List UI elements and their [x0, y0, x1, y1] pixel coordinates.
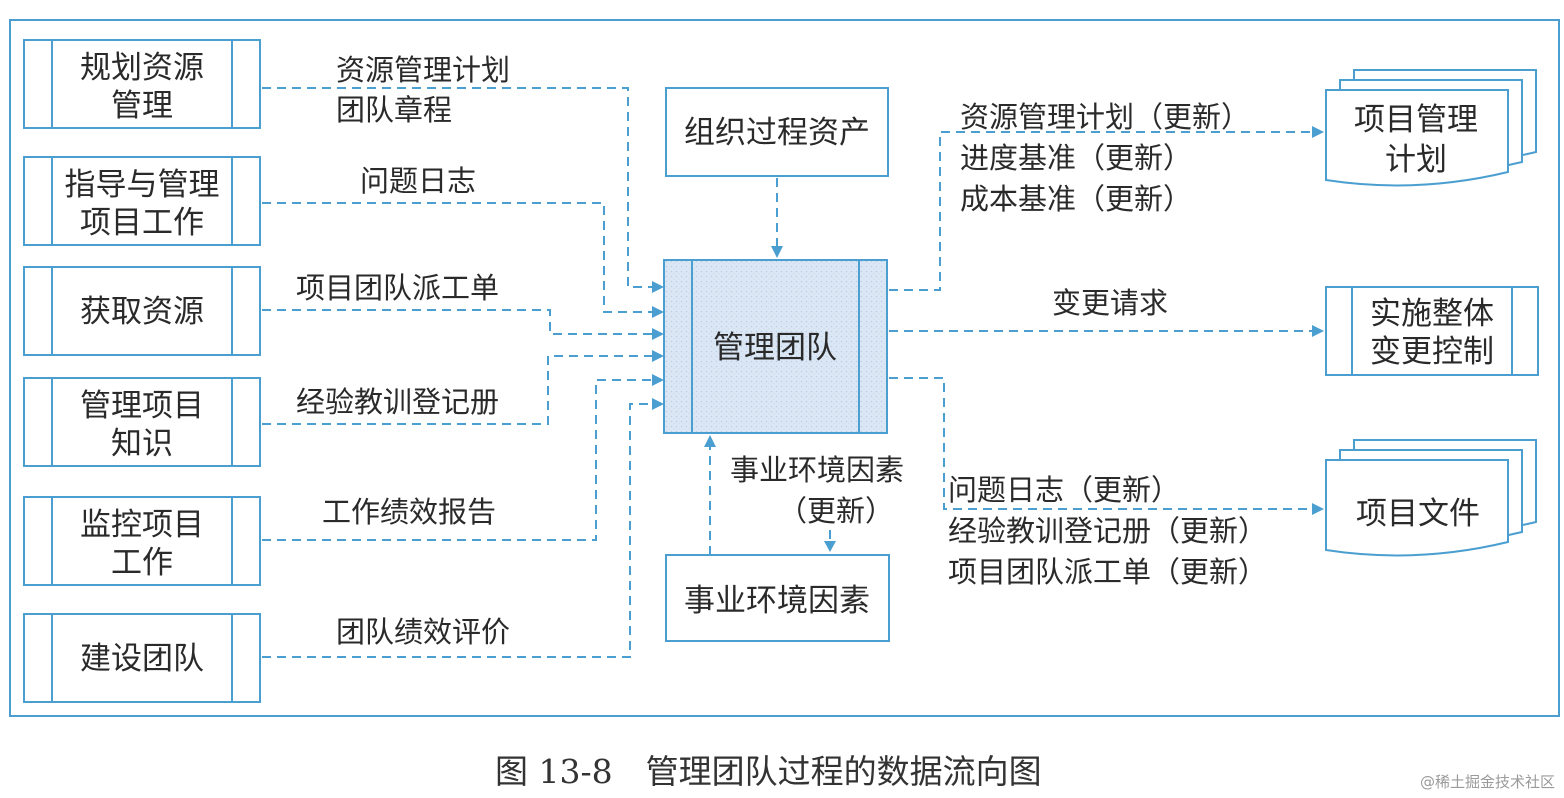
input-flow-line	[262, 87, 658, 288]
arrowhead	[652, 281, 664, 293]
output-flow-line	[889, 377, 1316, 510]
source-label-line1: 建设团队	[80, 641, 204, 677]
center-label: 管理团队	[713, 330, 837, 366]
source-monitor-project-work: 监控项目 工作	[23, 496, 261, 586]
source-label-line1: 管理项目	[80, 388, 204, 424]
arrowhead	[652, 328, 664, 340]
arrowhead	[771, 246, 783, 258]
output-label: 项目团队派工单（更新）	[948, 555, 1267, 589]
arrowhead	[1312, 126, 1324, 138]
target-label-line1: 实施整体	[1370, 296, 1494, 332]
watermark: @稀土掘金技术社区	[1420, 773, 1555, 791]
output-label: 问题日志（更新）	[948, 473, 1180, 507]
arrowhead	[652, 374, 664, 386]
target-label-line2: 计划	[1385, 142, 1447, 178]
output-label: 经验教训登记册（更新）	[948, 514, 1267, 548]
arrowhead	[1312, 503, 1324, 515]
source-plan-resource-management: 规划资源 管理	[23, 39, 261, 129]
source-label-line1: 监控项目	[80, 507, 204, 543]
input-flow-line	[262, 309, 658, 335]
arrowhead	[652, 350, 664, 362]
diagram-frame	[9, 19, 1560, 717]
target-project-documents: 项目文件	[1325, 439, 1537, 557]
input-label: 团队绩效评价	[336, 615, 510, 649]
input-flow-line	[262, 355, 658, 425]
source-label-line1: 获取资源	[80, 294, 204, 330]
arrowhead	[1312, 325, 1324, 337]
source-label-line2: 管理	[111, 88, 173, 124]
arrowhead	[652, 306, 664, 318]
target-docs-label: 项目文件	[1356, 496, 1480, 532]
output-label: 成本基准（更新）	[960, 182, 1192, 216]
source-develop-team: 建设团队	[23, 613, 261, 703]
eef-update-label: 事业环境因素	[730, 453, 904, 487]
input-label: 团队章程	[336, 93, 452, 127]
target-label-line2: 变更控制	[1370, 334, 1494, 370]
input-flow-line	[262, 379, 658, 541]
source-label-line2: 项目工作	[80, 205, 204, 241]
arrowhead	[652, 398, 664, 410]
source-label-line2: 知识	[111, 426, 173, 462]
source-label-line1: 指导与管理	[65, 167, 220, 203]
source-manage-project-knowledge: 管理项目 知识	[23, 377, 261, 467]
output-label: 资源管理计划（更新）	[960, 100, 1250, 134]
source-label-line2: 工作	[111, 545, 173, 581]
input-label: 资源管理计划	[336, 53, 510, 87]
output-label: 进度基准（更新）	[960, 141, 1192, 175]
eef-update-label: （更新）	[778, 494, 894, 528]
source-acquire-resources: 获取资源	[23, 266, 261, 356]
output-label: 变更请求	[1052, 286, 1168, 320]
target-label-line1: 项目管理	[1354, 102, 1478, 138]
org-process-assets-box: 组织过程资产	[665, 87, 889, 177]
arrowhead	[824, 541, 836, 552]
arrowhead	[704, 435, 716, 447]
target-integrated-change-control: 实施整体 变更控制	[1325, 286, 1539, 376]
input-label: 问题日志	[360, 164, 476, 198]
input-label: 工作绩效报告	[322, 495, 496, 529]
center-process-manage-team: 管理团队	[663, 259, 888, 434]
input-label: 项目团队派工单	[296, 271, 499, 305]
eef-label: 事业环境因素	[684, 583, 870, 619]
target-project-management-plan: 项目管理 计划	[1325, 69, 1537, 187]
source-label-line1: 规划资源	[80, 50, 204, 86]
org-assets-label: 组织过程资产	[684, 115, 870, 151]
source-direct-and-manage-work: 指导与管理 项目工作	[23, 156, 261, 246]
figure-caption: 图 13-8 管理团队过程的数据流向图	[495, 752, 1042, 791]
eef-box: 事业环境因素	[665, 554, 890, 642]
input-label: 经验教训登记册	[296, 385, 499, 419]
input-flow-line	[262, 403, 658, 658]
input-flow-line	[262, 202, 658, 313]
output-flow-line	[889, 131, 1316, 291]
